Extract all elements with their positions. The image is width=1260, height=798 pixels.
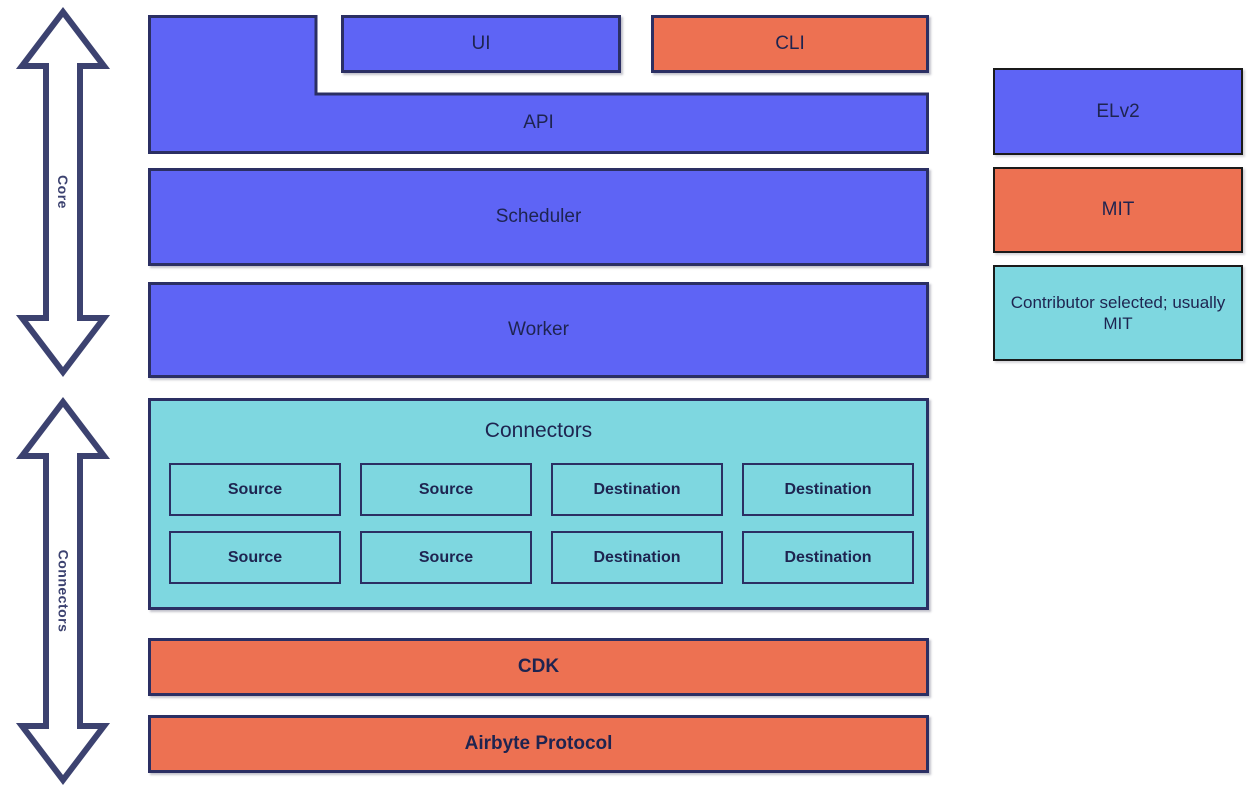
connectors-block[interactable]: Connectors Source Source Destination Des…: [148, 398, 929, 610]
connector-cell[interactable]: Destination: [742, 463, 914, 516]
connectors-group-arrow: Connectors: [15, 397, 111, 785]
connector-cell[interactable]: Destination: [742, 531, 914, 584]
connector-cell[interactable]: Source: [360, 463, 532, 516]
scheduler-block-label: Scheduler: [495, 206, 582, 228]
worker-block-label: Worker: [508, 319, 569, 341]
connector-cell[interactable]: Source: [169, 463, 341, 516]
legend-item-elv2: ELv2: [993, 68, 1243, 155]
scheduler-block[interactable]: Scheduler: [148, 168, 929, 266]
connectors-grid: Source Source Destination Destination So…: [169, 463, 914, 584]
cli-block-label: CLI: [775, 33, 805, 55]
cli-block[interactable]: CLI: [651, 15, 929, 73]
connector-cell[interactable]: Destination: [551, 531, 723, 584]
ui-block[interactable]: UI: [341, 15, 621, 73]
ui-block-label: UI: [471, 33, 491, 55]
airbyte-protocol-block-label: Airbyte Protocol: [464, 733, 613, 755]
legend-item-contributor: Contributor selected; usually MIT: [993, 265, 1243, 361]
cdk-block[interactable]: CDK: [148, 638, 929, 696]
legend-item-elv2-label: ELv2: [1096, 100, 1140, 122]
worker-block[interactable]: Worker: [148, 282, 929, 378]
legend-item-mit: MIT: [993, 167, 1243, 253]
connectors-block-title: Connectors: [484, 419, 593, 442]
legend-item-mit-label: MIT: [1101, 199, 1135, 221]
connector-cell[interactable]: Source: [169, 531, 341, 584]
connector-cell[interactable]: Destination: [551, 463, 723, 516]
core-group-arrow: Core: [15, 7, 111, 377]
legend-item-contributor-label: Contributor selected; usually MIT: [1010, 292, 1226, 333]
api-block-shape[interactable]: [148, 15, 929, 154]
airbyte-protocol-block[interactable]: Airbyte Protocol: [148, 715, 929, 773]
cdk-block-label: CDK: [517, 656, 560, 678]
connector-cell[interactable]: Source: [360, 531, 532, 584]
